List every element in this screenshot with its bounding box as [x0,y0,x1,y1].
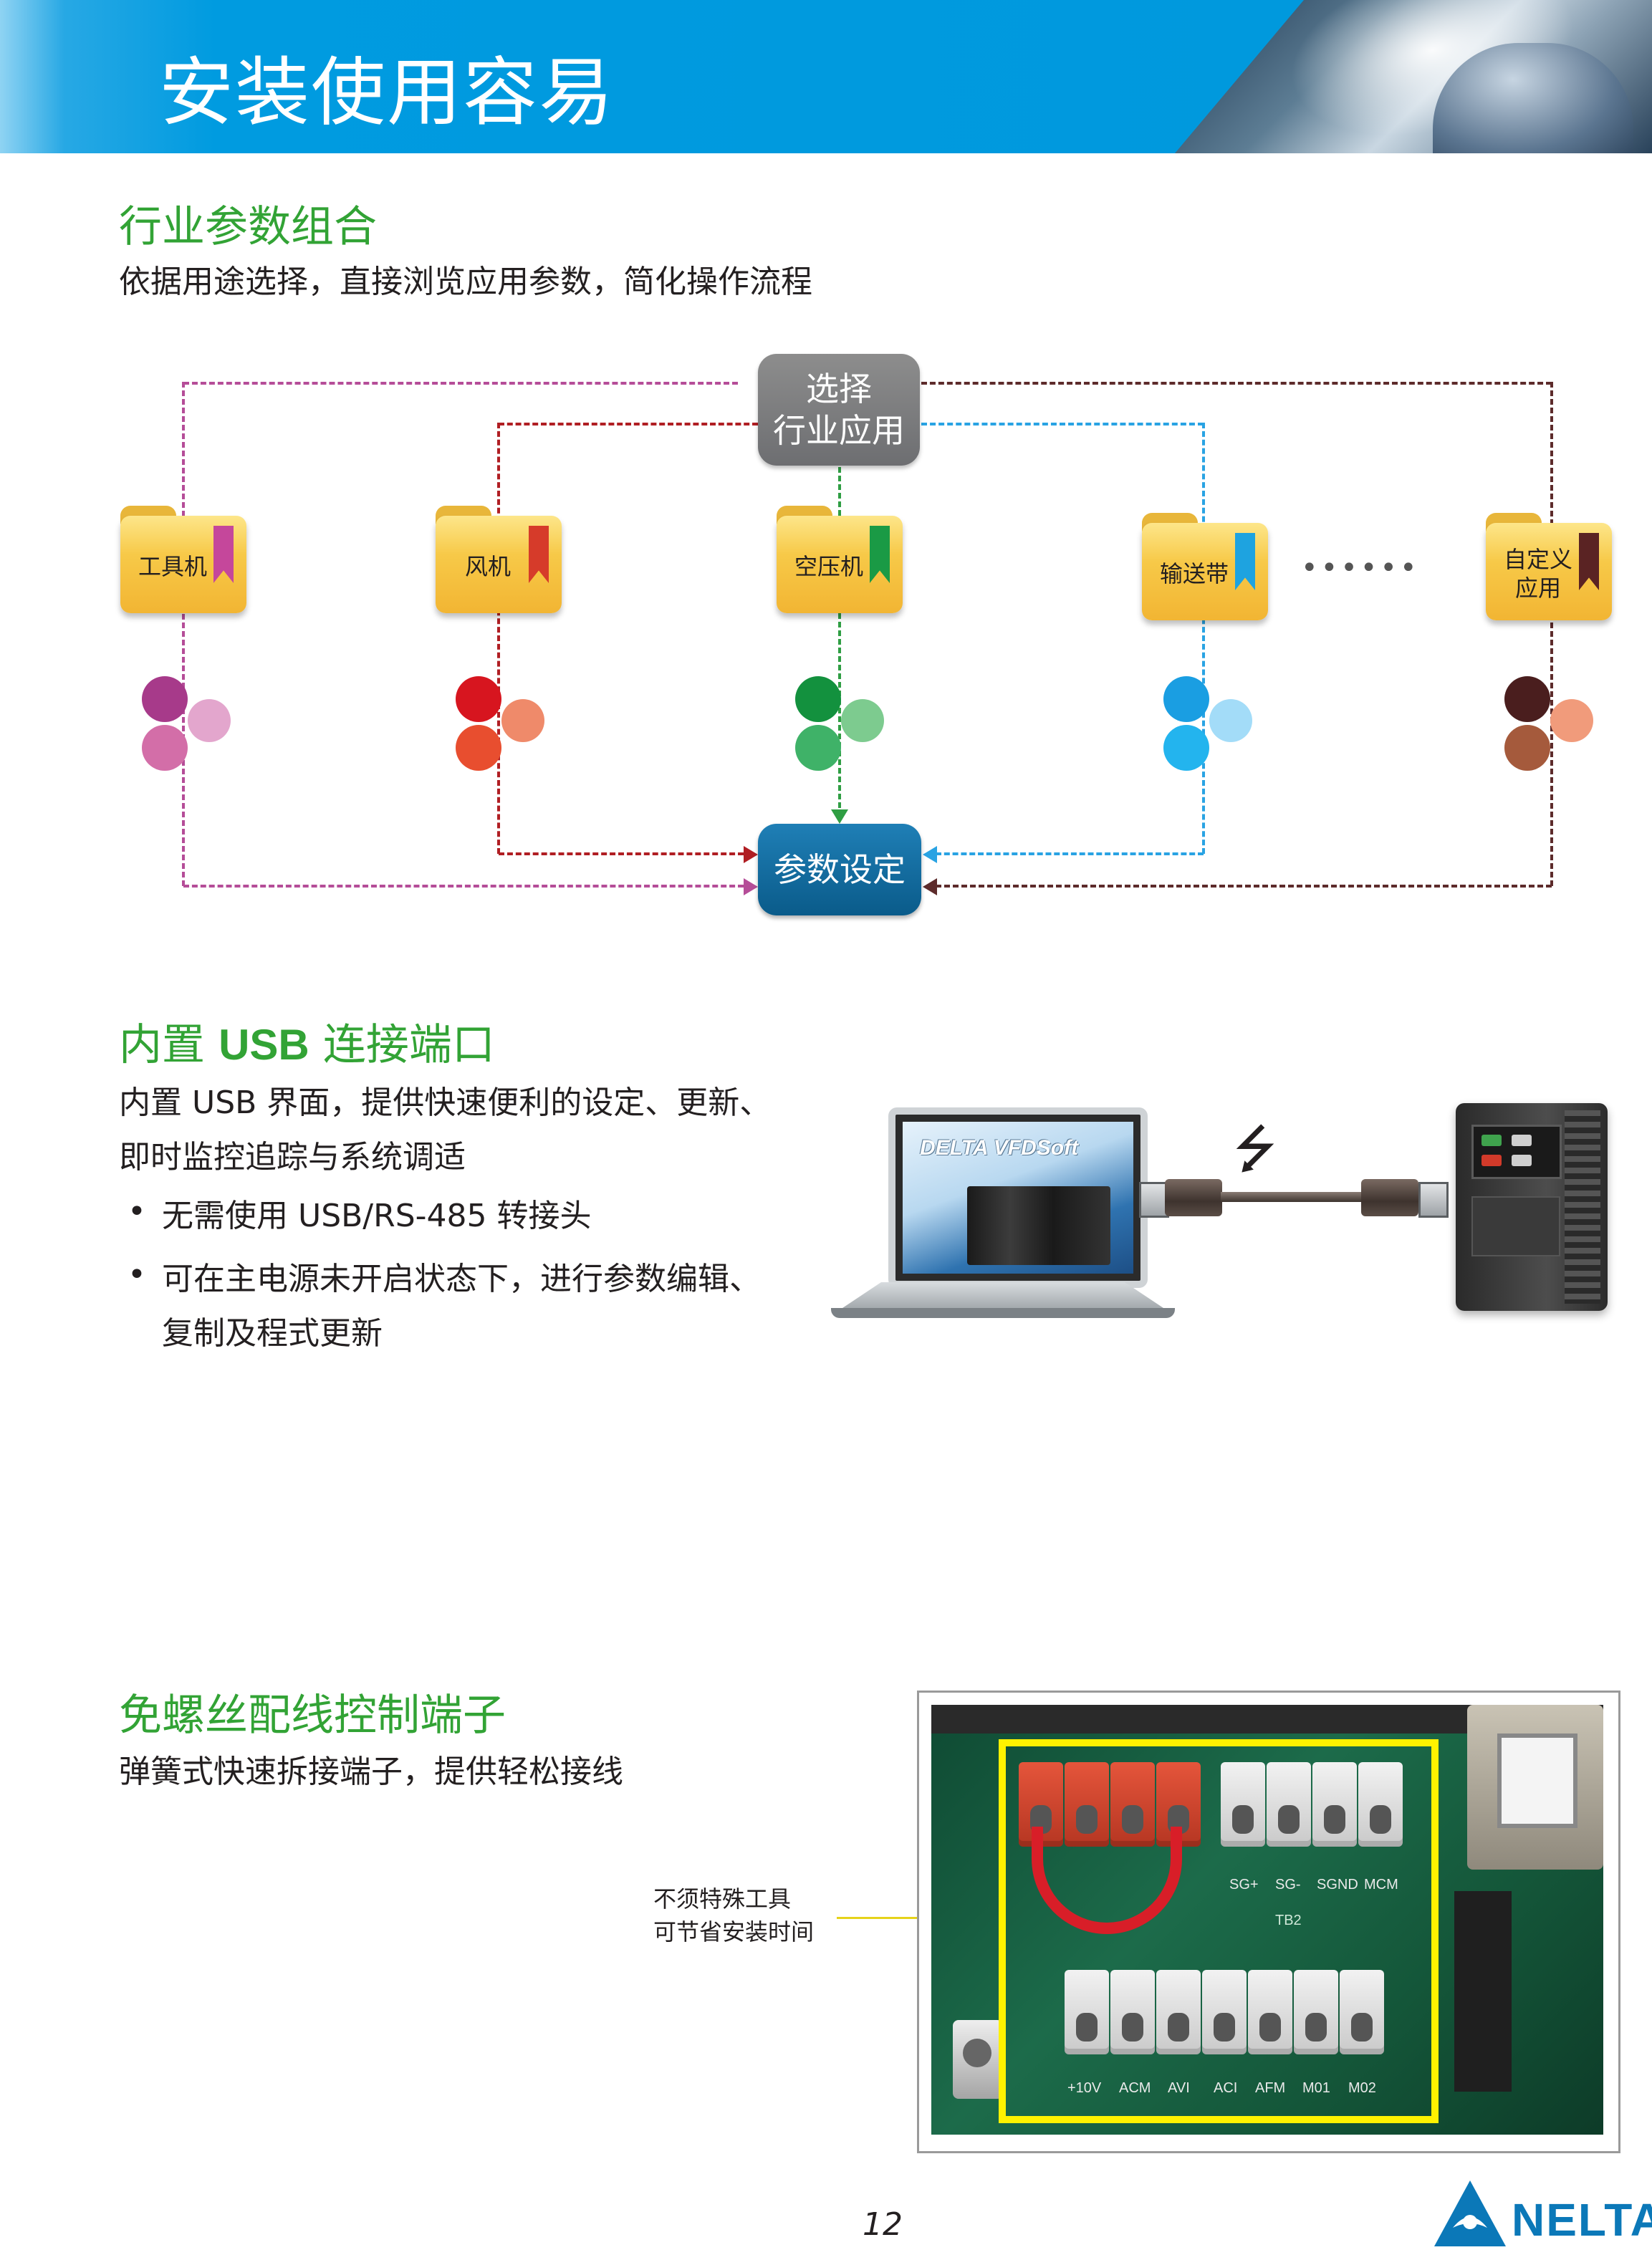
folder-label-machine-tool: 工具机 [138,553,207,580]
usb-connector-right [1361,1179,1418,1216]
folder-label-compressor: 空压机 [794,553,863,580]
usb-plug-right [1418,1182,1449,1218]
folder-conveyor: 输送带 [1142,513,1268,620]
callout-line2: 可节省安装时间 [653,1918,815,1946]
laptop-keyboard [838,1282,1168,1311]
usb-desc-line1: 内置 USB 界面，提供快速便利的设定、更新、 [119,1085,772,1121]
terminal-label-sgnd: SGND [1317,1877,1358,1893]
section-subtitle-industry-params: 依据用途选择，直接浏览应用参数，简化操作流程 [119,264,812,300]
folder-label-conveyor: 输送带 [1159,560,1229,587]
usb-cable [1221,1192,1363,1202]
select-industry-box: 选择 行业应用 [758,354,920,466]
folder-fan: 风机 [436,506,562,613]
board-label: TB2 [1275,1913,1302,1928]
param-box-label: 参数设定 [774,850,906,889]
section-title-screwless-terminal: 免螺丝配线控制端子 [119,1691,506,1741]
terminal-label-m02: M02 [1348,2080,1376,2096]
usb-bullet-1: 无需使用 USB/RS-485 转接头 [162,1198,592,1234]
section-subtitle-screwless-terminal: 弹簧式快速拆接端子，提供轻松接线 [119,1754,623,1790]
delta-logo-text: NELTA [1512,2194,1652,2246]
usb-bullet-2-line2: 复制及程式更新 [162,1315,383,1352]
folder-label-fan: 风机 [464,553,511,580]
folder-label-custom: 自定义 应用 [1503,546,1572,602]
folder-custom: 自定义 应用 [1486,513,1612,620]
bullet-2-symbol: • [128,1256,146,1293]
usb-icon: ⭍ [1234,1119,1277,1179]
callout-line1: 不须特殊工具 [653,1885,792,1913]
usb-bullet-2-line1: 可在主电源未开启状态下，进行参数编辑、 [162,1261,761,1297]
terminal-label-aci: ACI [1214,2080,1238,2096]
ac-drive-device [1456,1103,1608,1311]
terminal-label-10v: +10V [1067,2080,1102,2096]
section-title-industry-params: 行业参数组合 [119,202,377,252]
page-number: 12 [863,2206,903,2243]
terminal-label-avi: AVI [1168,2080,1190,2096]
usb-connector-left [1165,1179,1222,1216]
terminal-label-sgp: SG+ [1229,1877,1259,1893]
folder-compressor: 空压机 [777,506,903,613]
terminal-highlight-box [999,1739,1439,2123]
usb-desc-line2: 即时监控追踪与系统调适 [119,1139,466,1175]
select-box-line1: 选择 [806,370,872,408]
terminal-label-afm: AFM [1255,2080,1286,2096]
section-title-usb: 内置 USB 连接端口 [119,1010,495,1072]
delta-logo-icon [1434,2180,1506,2246]
terminal-label-m01: M01 [1302,2080,1330,2096]
terminal-label-sgm: SG- [1275,1877,1301,1893]
param-setting-box: 参数设定 [758,824,921,915]
terminal-label-acm: ACM [1119,2080,1151,2096]
laptop-screen: DELTA VFDSoft [888,1107,1148,1288]
usb-title-pre: 内置 [119,1020,205,1070]
page-title: 安装使用容易 [159,49,615,136]
folder-machine-tool: 工具机 [120,506,246,613]
laptop-base [831,1308,1175,1318]
usb-title-bold: USB [218,1021,309,1069]
drive-thumbnails [967,1186,1110,1265]
terminal-photo: SG+ SG- SGND MCM TB2 +10V ACM AVI ACI AF… [931,1705,1603,2135]
usb-title-post: 连接端口 [322,1020,495,1070]
vfdsoft-title: DELTA VFDSoft [920,1136,1079,1160]
select-box-line2: 行业应用 [773,411,905,450]
bullet-1-symbol: • [128,1193,146,1230]
ellipsis-dots: •••••• [1301,552,1420,585]
terminal-label-mcm: MCM [1364,1877,1398,1893]
